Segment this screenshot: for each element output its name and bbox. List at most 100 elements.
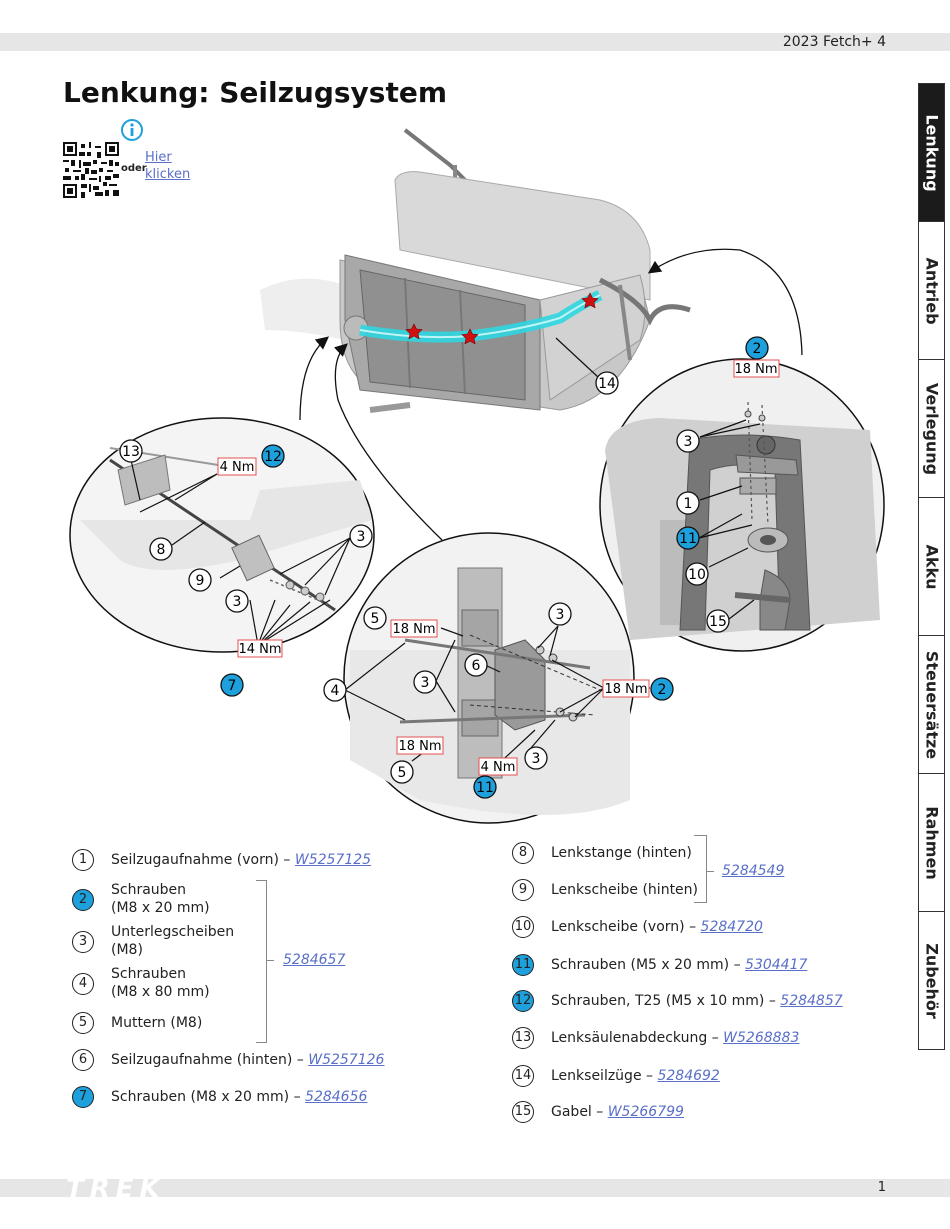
tab-steuersaetze[interactable]: Steuersätze <box>918 635 945 774</box>
tab-rahmen[interactable]: Rahmen <box>918 773 945 912</box>
svg-text:18 Nm: 18 Nm <box>734 362 777 377</box>
part-link[interactable]: W5266799 <box>607 1104 684 1120</box>
legend-number: 6 <box>72 1049 94 1071</box>
tab-label: Rahmen <box>922 805 941 880</box>
group-part-link[interactable]: 5284549 <box>722 863 785 879</box>
torque-label: 18 Nm <box>733 359 780 378</box>
callout-2: 2 <box>650 677 674 701</box>
legend-text: Lenksäulenabdeckung – W5268883 <box>551 1030 800 1046</box>
svg-text:2: 2 <box>753 341 762 357</box>
svg-text:5: 5 <box>371 611 380 627</box>
legend-text: Schrauben (M8 x 20 mm) – 5284656 <box>111 1089 368 1105</box>
svg-text:10: 10 <box>688 567 706 583</box>
callout-1: 1 <box>676 491 700 515</box>
callout-7: 7 <box>220 673 244 697</box>
legend-text: Lenkscheibe (vorn) – 5284720 <box>551 919 763 935</box>
svg-text:6: 6 <box>472 658 481 674</box>
page-number: 1 <box>877 1180 886 1195</box>
legend-number: 13 <box>512 1027 534 1049</box>
part-link[interactable]: 5284656 <box>305 1089 368 1105</box>
part-link[interactable]: W5268883 <box>723 1030 800 1046</box>
part-link[interactable]: 5304417 <box>745 957 808 973</box>
svg-text:11: 11 <box>476 780 494 796</box>
tab-label: Lenkung <box>922 113 941 192</box>
callout-5: 5 <box>363 606 387 630</box>
tab-lenkung[interactable]: Lenkung <box>918 83 945 222</box>
callout-3: 3 <box>225 589 249 613</box>
group-bracket <box>256 880 267 1043</box>
callout-13: 13 <box>119 439 143 463</box>
legend-left: 1 Seilzugaufnahme (vorn) – W5257125 2 Sc… <box>72 849 472 1119</box>
svg-text:2: 2 <box>658 682 667 698</box>
svg-text:9: 9 <box>196 573 205 589</box>
part-link[interactable]: W5257125 <box>294 852 372 868</box>
legend-text: Muttern (M8) <box>111 1015 203 1031</box>
svg-text:3: 3 <box>421 675 430 691</box>
svg-text:5: 5 <box>398 765 407 781</box>
svg-text:3: 3 <box>556 607 565 623</box>
callout-3: 3 <box>413 670 437 694</box>
torque-label: 18 Nm <box>396 736 444 755</box>
exploded-diagram: 13 12 8 9 3 3 7 14 2 3 1 11 10 15 5 3 6 … <box>69 128 885 824</box>
legend-number: 9 <box>512 879 534 901</box>
tab-antrieb[interactable]: Antrieb <box>918 221 945 360</box>
legend-text: Seilzugaufnahme (vorn) – W5257125 <box>111 852 372 868</box>
legend-text: Lenkscheibe (hinten) <box>551 882 698 898</box>
svg-text:3: 3 <box>357 529 366 545</box>
tab-akku[interactable]: Akku <box>918 497 945 636</box>
grease-markers <box>405 292 599 345</box>
bracket-tick <box>266 960 274 961</box>
section-tabs: Lenkung Antrieb Verlegung Akku Steuersät… <box>918 83 945 1053</box>
group-bracket <box>694 835 707 903</box>
tab-verlegung[interactable]: Verlegung <box>918 359 945 498</box>
callout-15: 15 <box>706 609 730 633</box>
legend-text: Schrauben (M5 x 20 mm) – 5304417 <box>551 957 808 973</box>
svg-text:8: 8 <box>157 542 166 558</box>
svg-text:3: 3 <box>233 594 242 610</box>
legend-number: 8 <box>512 842 534 864</box>
legend-text: Schrauben(M8 x 80 mm) <box>111 966 210 1000</box>
callout-6: 6 <box>464 653 488 677</box>
cargo-box-illustration <box>260 128 691 413</box>
svg-text:13: 13 <box>122 444 140 460</box>
callout-3: 3 <box>349 524 373 548</box>
header-bar <box>0 33 950 51</box>
legend-text: Gabel – W5266799 <box>551 1104 684 1120</box>
svg-text:11: 11 <box>679 531 697 547</box>
callout-4: 4 <box>323 678 347 702</box>
legend-text: Schrauben(M8 x 20 mm) <box>111 882 210 916</box>
callout-9: 9 <box>188 568 212 592</box>
header-model: 2023 Fetch+ 4 <box>782 34 886 50</box>
callout-11: 11 <box>473 775 497 799</box>
legend-text: Lenkseilzüge – 5284692 <box>551 1068 720 1084</box>
torque-label: 4 Nm <box>478 757 518 776</box>
qr-code[interactable] <box>63 142 119 198</box>
part-link[interactable]: W5257126 <box>308 1052 385 1068</box>
callout-3: 3 <box>676 429 700 453</box>
legend-number: 11 <box>512 954 534 976</box>
bracket-tick <box>706 871 714 872</box>
tab-zubehoer[interactable]: Zubehör <box>918 911 945 1050</box>
svg-text:4 Nm: 4 Nm <box>220 460 255 475</box>
part-link[interactable]: 5284857 <box>780 993 843 1009</box>
info-icon[interactable] <box>121 119 143 141</box>
svg-text:1: 1 <box>684 496 693 512</box>
callout-8: 8 <box>149 537 173 561</box>
part-link[interactable]: 5284692 <box>657 1068 720 1084</box>
tab-label: Steuersätze <box>922 650 941 759</box>
callout-3: 3 <box>548 602 572 626</box>
legend-number: 10 <box>512 916 534 938</box>
svg-text:12: 12 <box>264 449 282 465</box>
legend-number: 5 <box>72 1012 94 1034</box>
svg-text:18 Nm: 18 Nm <box>398 739 441 754</box>
legend-number: 2 <box>72 889 94 911</box>
legend-number: 14 <box>512 1065 534 1087</box>
svg-text:14 Nm: 14 Nm <box>238 642 281 657</box>
legend-text: Schrauben, T25 (M5 x 10 mm) – 5284857 <box>551 993 843 1009</box>
click-here-link[interactable]: Hier klicken <box>145 150 191 182</box>
legend-right: 8 Lenkstange (hinten) 9 Lenkscheibe (hin… <box>512 835 902 1132</box>
part-link[interactable]: 5284720 <box>700 919 763 935</box>
legend-text: Lenkstange (hinten) <box>551 845 692 861</box>
group-part-link[interactable]: 5284657 <box>283 952 346 968</box>
callout-3: 3 <box>524 746 548 770</box>
